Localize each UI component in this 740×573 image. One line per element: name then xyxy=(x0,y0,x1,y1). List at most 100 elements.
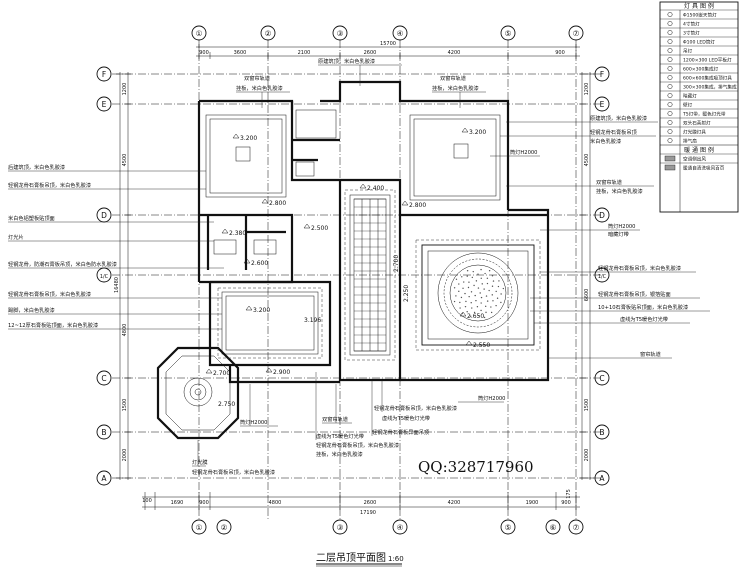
title-scale: 1:60 xyxy=(388,555,404,563)
legend-item: 600×600集成吸顶灯具 xyxy=(683,75,732,82)
axis-label: F xyxy=(102,70,106,79)
note-right: 轻钢龙骨石膏板吊顶，银箔贴面 xyxy=(598,290,671,298)
axis-label: D xyxy=(599,211,605,220)
legend-item: 灯光膜灯具 xyxy=(683,129,706,136)
left-dim: 2000 xyxy=(122,449,128,462)
left-dimensions: 1200 4500 4800 1500 2000 16480 xyxy=(114,72,131,480)
bottom-dim: 4800 xyxy=(269,500,282,506)
top-dim: 2600 xyxy=(364,50,377,56)
top-dim: 2100 xyxy=(298,50,311,56)
top-dim: 4200 xyxy=(448,50,461,56)
note-left: 轻钢龙骨石膏板吊顶，米白色乳胶漆 xyxy=(8,181,91,189)
left-axis-bubbles: F E D 1/C C B A xyxy=(96,66,112,486)
axis-label: 1/C xyxy=(598,274,607,280)
legend-item: T5灯带，暖色灯光带 xyxy=(682,111,726,118)
note-top: 挂板，米白色乳胶漆 xyxy=(236,84,283,92)
axis-label: ② xyxy=(265,29,272,38)
bottom-axis-bubbles: ① ② ③ ④ ⑤ ⑥ ⑦ xyxy=(191,519,584,535)
level-tag: 3.200 xyxy=(253,307,270,314)
note-right: 筒灯H2000 xyxy=(608,222,635,230)
right-dim: 1200 xyxy=(584,83,590,96)
axis-label: D xyxy=(101,211,107,220)
note-bottom: 轻钢龙骨石膏板吊顶，米白色乳胶漆 xyxy=(316,441,399,449)
level-tag: 3.196 xyxy=(304,317,321,324)
legend-item: 空调侧出风 xyxy=(683,156,706,163)
legend-item: Φ100 LED筒灯 xyxy=(683,39,715,46)
axis-label: A xyxy=(599,474,605,483)
bottom-dim: 1690 xyxy=(171,500,184,506)
legend-item: 3寸筒灯 xyxy=(683,30,700,37)
legend-symbol-icon xyxy=(667,111,673,116)
left-total-dim: 16480 xyxy=(114,277,120,293)
axis-label: ⑦ xyxy=(573,523,580,532)
legend-item: 暖通自清洗吸风百页 xyxy=(683,165,725,172)
note-bottom: 轻钢龙骨石膏板吊顶，米白色乳胶漆 xyxy=(192,468,275,476)
axis-label: ③ xyxy=(337,523,344,532)
note-left: 灯光片 xyxy=(8,233,24,241)
legend-symbol-icon xyxy=(667,12,673,17)
left-dim: 1500 xyxy=(122,399,128,412)
left-dim: 4800 xyxy=(122,324,128,337)
legend-symbol-icon xyxy=(667,138,673,143)
bottom-dim: 100 xyxy=(142,498,152,504)
note-left: 米白色铝塑板贴顶面 xyxy=(8,214,55,222)
note-top: 双窗帘轨道 xyxy=(244,74,270,82)
bottom-dim: 900 xyxy=(199,500,209,506)
legend-item: 双头石英射灯 xyxy=(683,120,711,127)
axis-label: E xyxy=(102,100,107,109)
legend-symbol-icon xyxy=(667,21,673,26)
note-right: 轻钢龙骨石膏板吊顶，米白色乳胶漆 xyxy=(598,264,681,272)
legend-item: Φ1500嵌天筒灯 xyxy=(683,12,717,19)
note-bottom: 挂板，米白色乳胶漆 xyxy=(316,450,363,458)
legend-symbol-icon xyxy=(667,39,673,44)
note-right: 轻钢龙骨石膏板吊顶 xyxy=(590,128,637,136)
left-notes: 后建筑顶，米白色乳胶漆 轻钢龙骨石膏板吊顶，米白色乳胶漆 米白色铝塑板贴顶面 灯… xyxy=(8,163,224,330)
note-left: 轻钢龙骨石膏板吊顶，米白色乳胶漆 xyxy=(8,290,91,298)
bottom-dim: 900 xyxy=(561,500,571,506)
note-right: 米白色乳胶漆 xyxy=(590,137,621,145)
note-bottom: 双窗帘轨道 xyxy=(322,415,348,423)
right-dimensions: 1200 4500 6600 1500 2000 xyxy=(579,72,594,480)
note-right: 挂板，米白色乳胶漆 xyxy=(596,187,643,195)
axis-label: ④ xyxy=(397,29,404,38)
left-dim: 1200 xyxy=(122,83,128,96)
watermark-text: QQ:328717960 xyxy=(418,458,534,476)
legend-item: 排气扇 xyxy=(683,138,697,145)
legend-symbol-icon xyxy=(667,93,673,98)
top-dimensions: 15700 900 3600 2100 2600 4200 900 xyxy=(196,41,580,59)
axis-label: F xyxy=(600,70,604,79)
note-bottom: 筒灯H2000 xyxy=(240,418,267,426)
legend-item: 600×300集成灯 xyxy=(683,66,719,73)
note-right: 虚线为T5暖色灯光带 xyxy=(620,315,668,323)
note-right: 窗帘轨道 xyxy=(640,350,661,358)
right-dim: 1500 xyxy=(584,399,590,412)
bottom-dim: 1900 xyxy=(526,500,539,506)
note-bottom: 轻钢龙骨石膏板吊顶，米白色乳胶漆 xyxy=(374,404,457,412)
top-dim: 900 xyxy=(199,50,209,56)
legend-symbol-icon xyxy=(667,57,673,62)
level-tag: 2.550 xyxy=(473,342,490,349)
note-left: 后建筑顶，米白色乳胶漆 xyxy=(8,163,65,171)
note-bottom: 虚线为T5暖色灯光带 xyxy=(382,414,430,422)
axis-label: ⑦ xyxy=(573,29,580,38)
axis-label: ② xyxy=(221,523,228,532)
right-dim: 4500 xyxy=(584,154,590,167)
level-tag: 2.900 xyxy=(273,369,290,376)
title-main: 二层吊顶平面图 xyxy=(316,552,386,564)
level-tag: 2.800 xyxy=(409,202,426,209)
note-bottom: 筒灯H2000 xyxy=(478,394,505,402)
top-total-dim: 15700 xyxy=(380,41,396,47)
right-notes: 原建筑顶，米白色乳胶漆 轻钢龙骨石膏板吊顶 米白色乳胶漆 筒灯H2000 双窗帘… xyxy=(490,114,710,359)
axis-label: B xyxy=(101,428,106,437)
legend-symbol-icon xyxy=(667,66,673,71)
level-tag: 2.500 xyxy=(311,225,328,232)
bottom-dim: 4200 xyxy=(448,500,461,506)
note-left: 轻钢龙骨，防潮石膏板吊顶，米白色防水乳胶漆 xyxy=(8,260,117,268)
level-tag: 2.600 xyxy=(251,260,268,267)
right-axis-bubbles: F E D 1/C C B A xyxy=(594,66,610,486)
level-tag: 3.200 xyxy=(469,129,486,136)
level-tag: 2.750 xyxy=(218,401,235,408)
axis-label: C xyxy=(101,374,106,383)
